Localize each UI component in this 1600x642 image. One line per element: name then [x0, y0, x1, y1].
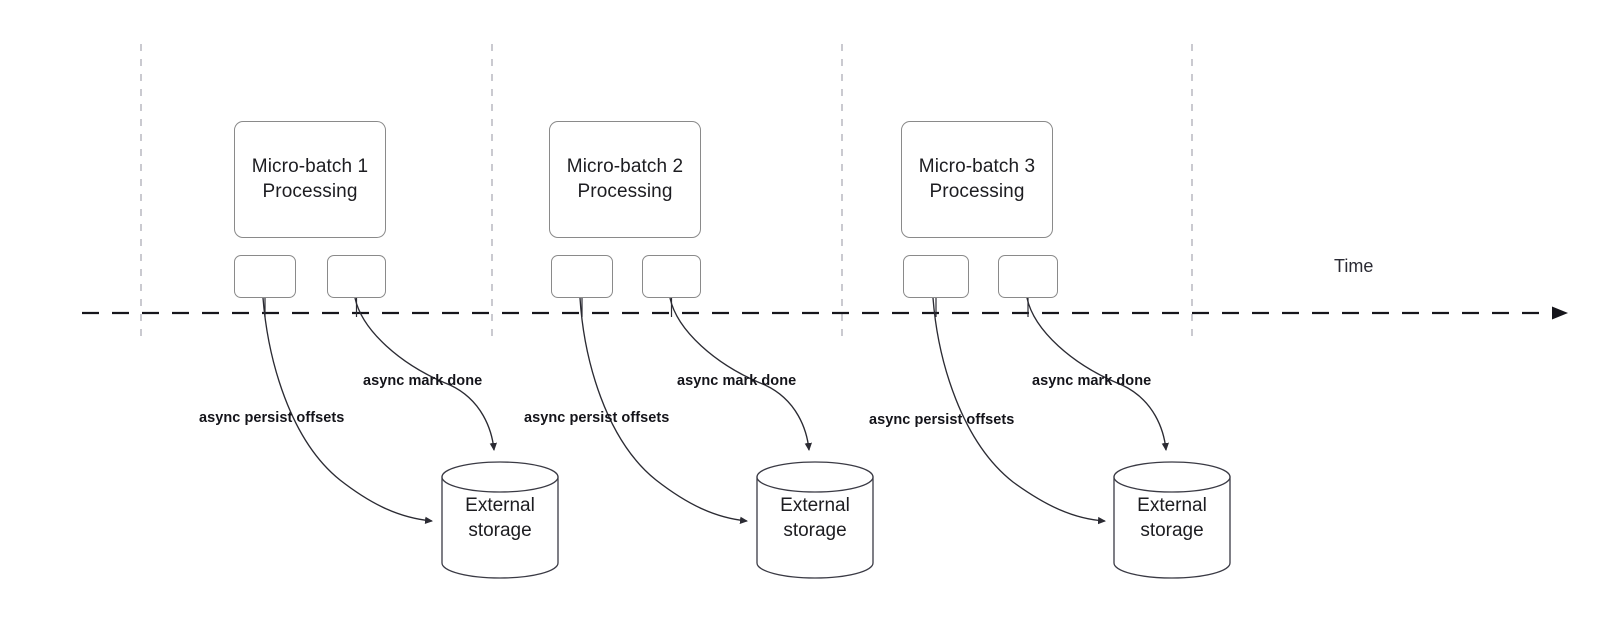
external-storage-cylinder-3[interactable] [1113, 461, 1231, 579]
external-storage-line2: storage [468, 519, 532, 541]
timeline-axis [82, 306, 1568, 320]
timeline-dividers [140, 44, 1193, 341]
external-storage-line2: storage [783, 519, 847, 541]
external-storage-cylinder-2[interactable] [756, 461, 874, 579]
persist-tick-box-3[interactable] [903, 255, 969, 298]
micro-batch-subtitle: Processing [929, 180, 1025, 202]
micro-batch-title: Micro-batch 1 [251, 156, 369, 178]
persist-tick-box-1[interactable] [234, 255, 296, 298]
async-mark-done-arrow-3 [1026, 297, 1169, 451]
micro-batch-subtitle: Processing [577, 180, 673, 202]
time-axis-label: Time [1334, 256, 1374, 276]
micro-batch-title: Micro-batch 3 [918, 156, 1036, 178]
timeline-arrowhead-icon [1552, 306, 1568, 320]
async-mark-done-arrow-2 [669, 297, 812, 451]
async-persist-offsets-label-2: async persist offsets [524, 410, 670, 426]
external-storage-label-2: External storage [757, 494, 873, 543]
async-mark-done-label-1: async mark done [363, 373, 483, 389]
async-mark-done-arrow-1 [354, 297, 497, 451]
mark-done-tick-box-2[interactable] [642, 255, 701, 298]
external-storage-line1: External [1137, 495, 1207, 516]
async-persist-offsets-arrow-1 [262, 297, 433, 525]
async-persist-offsets-label-1: async persist offsets [199, 410, 345, 426]
edge-arrows [262, 297, 1169, 525]
async-mark-done-label-2: async mark done [677, 373, 797, 389]
external-storage-line2: storage [1140, 519, 1204, 541]
micro-batch-subtitle: Processing [262, 180, 358, 202]
micro-batch-title: Micro-batch 2 [566, 156, 684, 178]
external-storage-label-3: External storage [1114, 494, 1230, 543]
persist-tick-box-2[interactable] [551, 255, 613, 298]
external-storage-label-1: External storage [442, 494, 558, 543]
async-persist-offsets-arrow-3 [932, 297, 1106, 525]
mark-done-tick-box-1[interactable] [327, 255, 386, 298]
external-storage-line1: External [780, 495, 850, 516]
external-storage-line1: External [465, 495, 535, 516]
external-storage-cylinder-1[interactable] [441, 461, 559, 579]
storage-cylinders [441, 461, 1231, 579]
async-mark-done-label-3: async mark done [1032, 373, 1152, 389]
mark-done-tick-box-3[interactable] [998, 255, 1058, 298]
async-persist-offsets-arrow-2 [579, 297, 748, 525]
async-persist-offsets-label-3: async persist offsets [869, 412, 1015, 428]
